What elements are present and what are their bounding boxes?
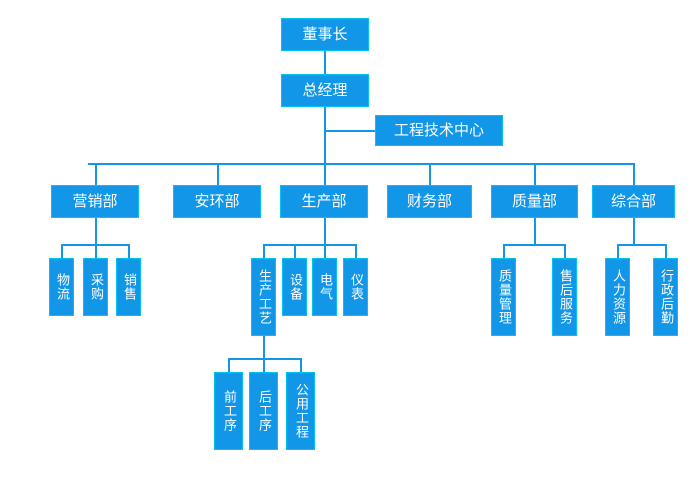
connector-drop-procurement bbox=[95, 244, 97, 258]
connector-quality-stem bbox=[534, 218, 536, 244]
connector-drop-marketing bbox=[95, 163, 97, 185]
node-admin-logistics[interactable]: 行政后勤 bbox=[653, 258, 678, 336]
connector-drop-instrumentation bbox=[355, 244, 357, 258]
connector-drop-utilities bbox=[300, 358, 302, 372]
connector-drop-electrical bbox=[324, 244, 326, 258]
connector-drop-quality-management bbox=[503, 244, 505, 258]
node-back-process[interactable]: 后工序 bbox=[249, 372, 278, 450]
connector-drop-general-affairs bbox=[633, 163, 635, 185]
node-instrumentation[interactable]: 仪表 bbox=[343, 258, 368, 316]
connector-drop-human-resources bbox=[617, 244, 619, 258]
connector-drop-front-process bbox=[228, 358, 230, 372]
connector-gm-to-etc bbox=[324, 130, 375, 132]
connector-production-process-stem bbox=[263, 336, 265, 358]
node-sales[interactable]: 销售 bbox=[116, 258, 141, 316]
node-human-resources[interactable]: 人力资源 bbox=[605, 258, 630, 336]
connector-drop-back-process bbox=[263, 358, 265, 372]
node-production-dept[interactable]: 生产部 bbox=[280, 185, 368, 218]
node-equipment[interactable]: 设备 bbox=[282, 258, 307, 316]
connector-drop-sales bbox=[128, 244, 130, 258]
connector-production-stem bbox=[324, 218, 326, 244]
connector-gm-trunk bbox=[324, 107, 326, 165]
connector-drop-production bbox=[324, 163, 326, 185]
node-quality-dept[interactable]: 质量部 bbox=[491, 185, 578, 218]
connector-marketing-stem bbox=[95, 218, 97, 244]
node-quality-management[interactable]: 质量管理 bbox=[491, 258, 516, 336]
connector-general-affairs-stem bbox=[633, 218, 635, 244]
node-chairman[interactable]: 董事长 bbox=[281, 18, 369, 51]
connector-quality-bus bbox=[503, 244, 565, 246]
connector-general-affairs-bus bbox=[617, 244, 666, 246]
connector-drop-production-process bbox=[263, 244, 265, 258]
node-finance-dept[interactable]: 财务部 bbox=[387, 185, 472, 218]
connector-drop-finance bbox=[429, 163, 431, 185]
connector-drop-admin-logistics bbox=[665, 244, 667, 258]
node-procurement[interactable]: 采购 bbox=[83, 258, 108, 316]
node-engineering-tech-center[interactable]: 工程技术中心 bbox=[375, 115, 503, 146]
node-logistics[interactable]: 物流 bbox=[49, 258, 74, 316]
node-general-affairs-dept[interactable]: 综合部 bbox=[592, 185, 675, 218]
node-safety-env-dept[interactable]: 安环部 bbox=[173, 185, 261, 218]
node-production-process[interactable]: 生产工艺 bbox=[251, 258, 276, 336]
connector-drop-equipment bbox=[294, 244, 296, 258]
node-electrical[interactable]: 电气 bbox=[312, 258, 337, 316]
connector-drop-after-sales bbox=[564, 244, 566, 258]
connector-production-bus bbox=[263, 244, 356, 246]
node-utilities[interactable]: 公用工程 bbox=[286, 372, 315, 450]
connector-drop-quality bbox=[534, 163, 536, 185]
connector-drop-logistics bbox=[61, 244, 63, 258]
connector-departments-bus bbox=[88, 163, 634, 165]
node-general-manager[interactable]: 总经理 bbox=[281, 74, 369, 107]
node-front-process[interactable]: 前工序 bbox=[214, 372, 243, 450]
node-marketing-dept[interactable]: 营销部 bbox=[51, 185, 139, 218]
connector-chairman-to-gm bbox=[324, 51, 326, 74]
node-after-sales-service[interactable]: 售后服务 bbox=[552, 258, 577, 336]
connector-drop-safety-env bbox=[217, 163, 219, 185]
